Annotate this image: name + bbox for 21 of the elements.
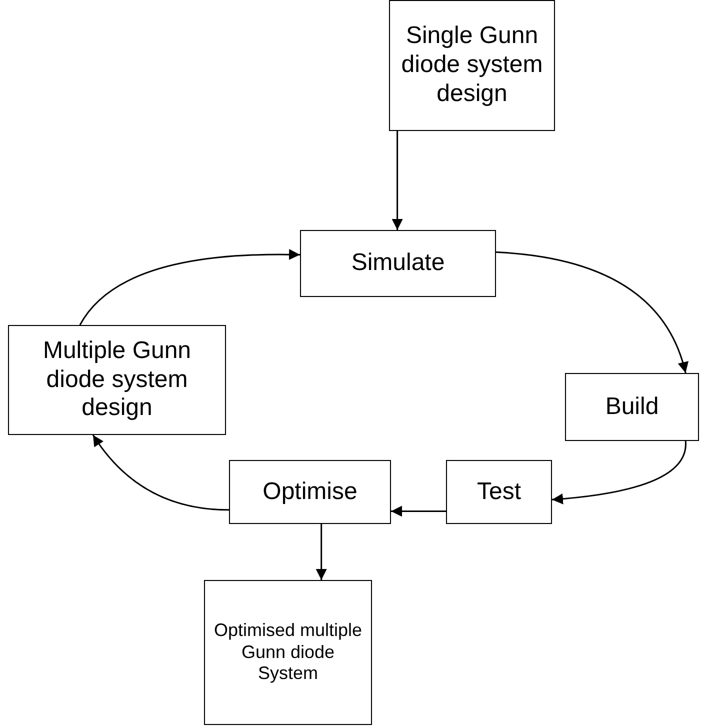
process-box — [300, 230, 496, 297]
box-label: Build — [605, 392, 659, 422]
process-box — [229, 460, 391, 524]
box-label: Simulate — [351, 249, 445, 278]
arrow — [392, 131, 403, 230]
process-box — [565, 373, 699, 441]
box-label: Multiple Gunn diode system design — [42, 336, 192, 424]
arrow — [391, 506, 446, 517]
arrow — [92, 434, 230, 511]
arrow — [552, 440, 686, 504]
process-box — [204, 580, 372, 725]
box-label: Optimise — [262, 478, 358, 506]
arrow — [79, 249, 300, 326]
process-box — [446, 460, 552, 524]
box-label: Optimised multiple Gunn diode System — [212, 620, 364, 685]
arrow — [496, 251, 688, 374]
box-label: Test — [476, 478, 521, 506]
arrow — [316, 524, 327, 580]
process-box — [389, 0, 555, 131]
box-label: Single Gunn diode system design — [400, 22, 544, 109]
process-box — [8, 325, 226, 435]
